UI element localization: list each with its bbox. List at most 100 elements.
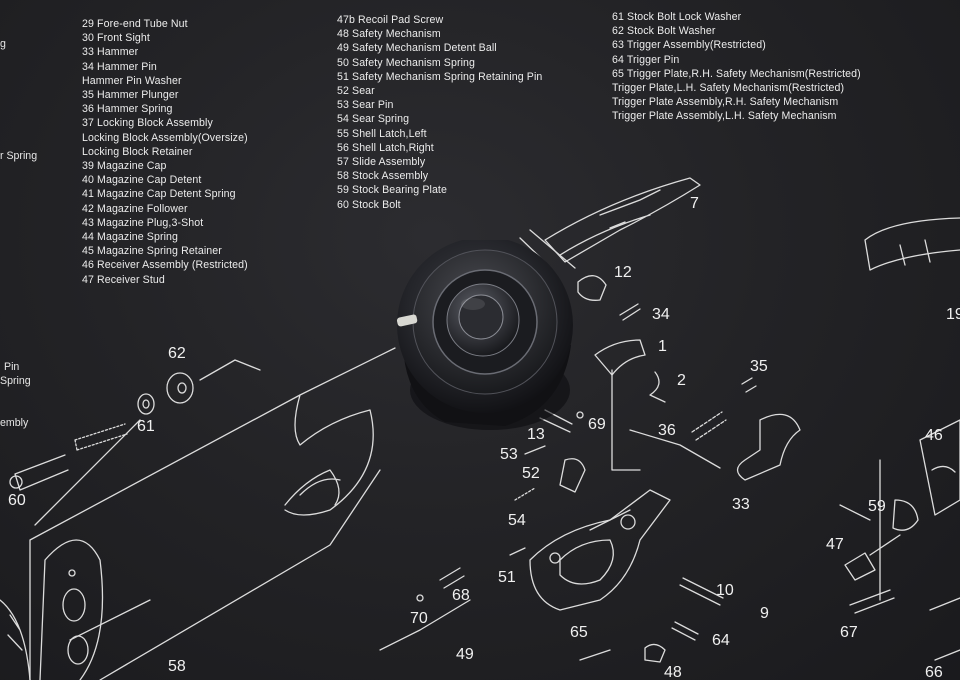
callout-58: 58 — [168, 658, 186, 675]
legend-item: 39 Magazine Cap — [82, 160, 167, 173]
legend-item: 43 Magazine Plug,3-Shot — [82, 216, 204, 229]
legend-fragment: Pin — [4, 361, 20, 373]
callout-70: 70 — [410, 610, 428, 627]
legend-item: 42 Magazine Follower — [82, 202, 188, 215]
legend-fragment: Spring — [0, 375, 31, 387]
legend-item: 65 Trigger Plate,R.H. Safety Mechanism(R… — [612, 67, 861, 80]
legend-item: 30 Front Sight — [82, 32, 150, 45]
legend-item: 64 Trigger Pin — [612, 53, 680, 66]
callout-52: 52 — [522, 465, 540, 482]
legend-item: 35 Hammer Plunger — [82, 89, 179, 102]
part-48 — [644, 643, 666, 663]
callout-54: 54 — [508, 512, 526, 529]
callout-7: 7 — [690, 195, 699, 212]
legend-item: 47 Receiver Stud — [82, 273, 165, 286]
legend-item: 37 Locking Block Assembly — [82, 117, 213, 130]
leader-right — [839, 459, 881, 601]
callout-1: 1 — [658, 338, 667, 355]
legend-item: 54 Sear Spring — [337, 113, 410, 126]
callout-12: 12 — [614, 264, 632, 281]
sear-spring-54 — [514, 487, 536, 501]
legend-item: 61 Stock Bolt Lock Washer — [612, 11, 742, 23]
stock-bolt-head — [9, 475, 23, 489]
washer-61 — [137, 393, 155, 415]
stud-47 — [844, 534, 901, 581]
legend-item: 63 Trigger Assembly(Restricted) — [612, 39, 766, 52]
legend-item: 57 Slide Assembly — [337, 156, 426, 169]
legend-item: 36 Hammer Spring — [82, 103, 173, 116]
callout-13: 13 — [527, 426, 545, 443]
legend-fragment: embly — [0, 417, 29, 429]
washer-62 — [166, 372, 194, 404]
legend-item: 56 Shell Latch,Right — [337, 141, 434, 154]
pin-10 — [679, 577, 724, 606]
stock-bolt-60 — [14, 454, 69, 491]
callout-51: 51 — [498, 569, 516, 586]
callout-9: 9 — [760, 605, 769, 622]
part-67 — [849, 589, 895, 614]
stock-grip-detail — [284, 469, 341, 506]
plate-59 — [892, 499, 919, 531]
trigger-plate-detail — [559, 509, 631, 585]
sear-pin-53 — [524, 445, 546, 455]
legend-item: Hammer Pin Washer — [82, 74, 182, 87]
callout-66: 66 — [925, 664, 943, 680]
callout-48: 48 — [664, 664, 682, 680]
callout-68: 68 — [452, 587, 470, 604]
knob-highlight — [461, 298, 485, 310]
part-35 — [741, 377, 757, 393]
pad-screw — [68, 569, 76, 577]
callout-59: 59 — [868, 498, 886, 515]
knob-object — [396, 240, 573, 430]
legend-item: 62 Stock Bolt Washer — [612, 25, 716, 38]
trigger-plate-hole — [620, 514, 636, 530]
pad-hole-2 — [67, 635, 89, 665]
ball-69 — [576, 411, 584, 419]
legend-column-1: 29 Fore-end Tube Nut 30 Front Sight 33 H… — [82, 17, 248, 287]
legend-item: 53 Sear Pin — [337, 99, 394, 112]
callout-10: 10 — [716, 582, 734, 599]
knob-center-button — [458, 294, 504, 340]
bolt-shaft — [74, 423, 128, 451]
callout-61: 61 — [137, 418, 155, 435]
legend-item: 50 Safety Mechanism Spring — [337, 56, 476, 69]
part-66 — [929, 597, 960, 661]
washer-62-inner — [177, 382, 187, 394]
spring-36 — [691, 411, 727, 441]
callout-2: 2 — [677, 372, 686, 389]
legend-column-3: 61 Stock Bolt Lock Washer 62 Stock Bolt … — [612, 10, 861, 124]
legend-item: 55 Shell Latch,Left — [337, 127, 427, 140]
receiver-tube-top-right — [864, 217, 960, 271]
legend-item: Trigger Plate Assembly,L.H. Safety Mecha… — [612, 110, 837, 123]
legend-item: 45 Magazine Spring Retainer — [82, 245, 222, 258]
leader-33 — [629, 429, 721, 469]
legend-column-2: 47b Recoil Pad Screw 48 Safety Mechanism… — [337, 13, 542, 212]
legend-item: 34 Hammer Pin — [82, 60, 157, 73]
knob-index-mark — [396, 314, 418, 327]
legend-item: 44 Magazine Spring — [82, 231, 179, 244]
legend-item: 48 Safety Mechanism — [337, 28, 441, 41]
sear-52 — [559, 458, 586, 493]
legend-item: 41 Magazine Cap Detent Spring — [82, 188, 236, 201]
leader-lines-left — [34, 359, 261, 526]
pin-51 — [509, 547, 526, 556]
stock-outline — [29, 347, 396, 680]
action-bar-detail — [599, 189, 661, 229]
washer-61-inner — [142, 399, 150, 409]
legend-item: 47b Recoil Pad Screw — [337, 14, 444, 26]
pad-hole-1 — [62, 588, 86, 622]
callout-67: 67 — [840, 624, 858, 641]
legend-item: 46 Receiver Assembly (Restricted) — [82, 259, 248, 272]
legend-item: Locking Block Retainer — [82, 145, 193, 158]
callout-60: 60 — [8, 492, 26, 509]
pin-64 — [671, 621, 699, 641]
trigger-plate-65 — [529, 489, 671, 611]
callout-34: 34 — [652, 306, 670, 323]
action-bar-7 — [544, 177, 701, 263]
legend-item: 40 Magazine Cap Detent — [82, 174, 202, 187]
legend-item: 58 Stock Assembly — [337, 170, 429, 183]
legend-item: 49 Safety Mechanism Detent Ball — [337, 42, 497, 55]
legend-item: Trigger Plate,L.H. Safety Mechanism(Rest… — [612, 82, 845, 95]
legend-item: 60 Stock Bolt — [337, 198, 401, 211]
